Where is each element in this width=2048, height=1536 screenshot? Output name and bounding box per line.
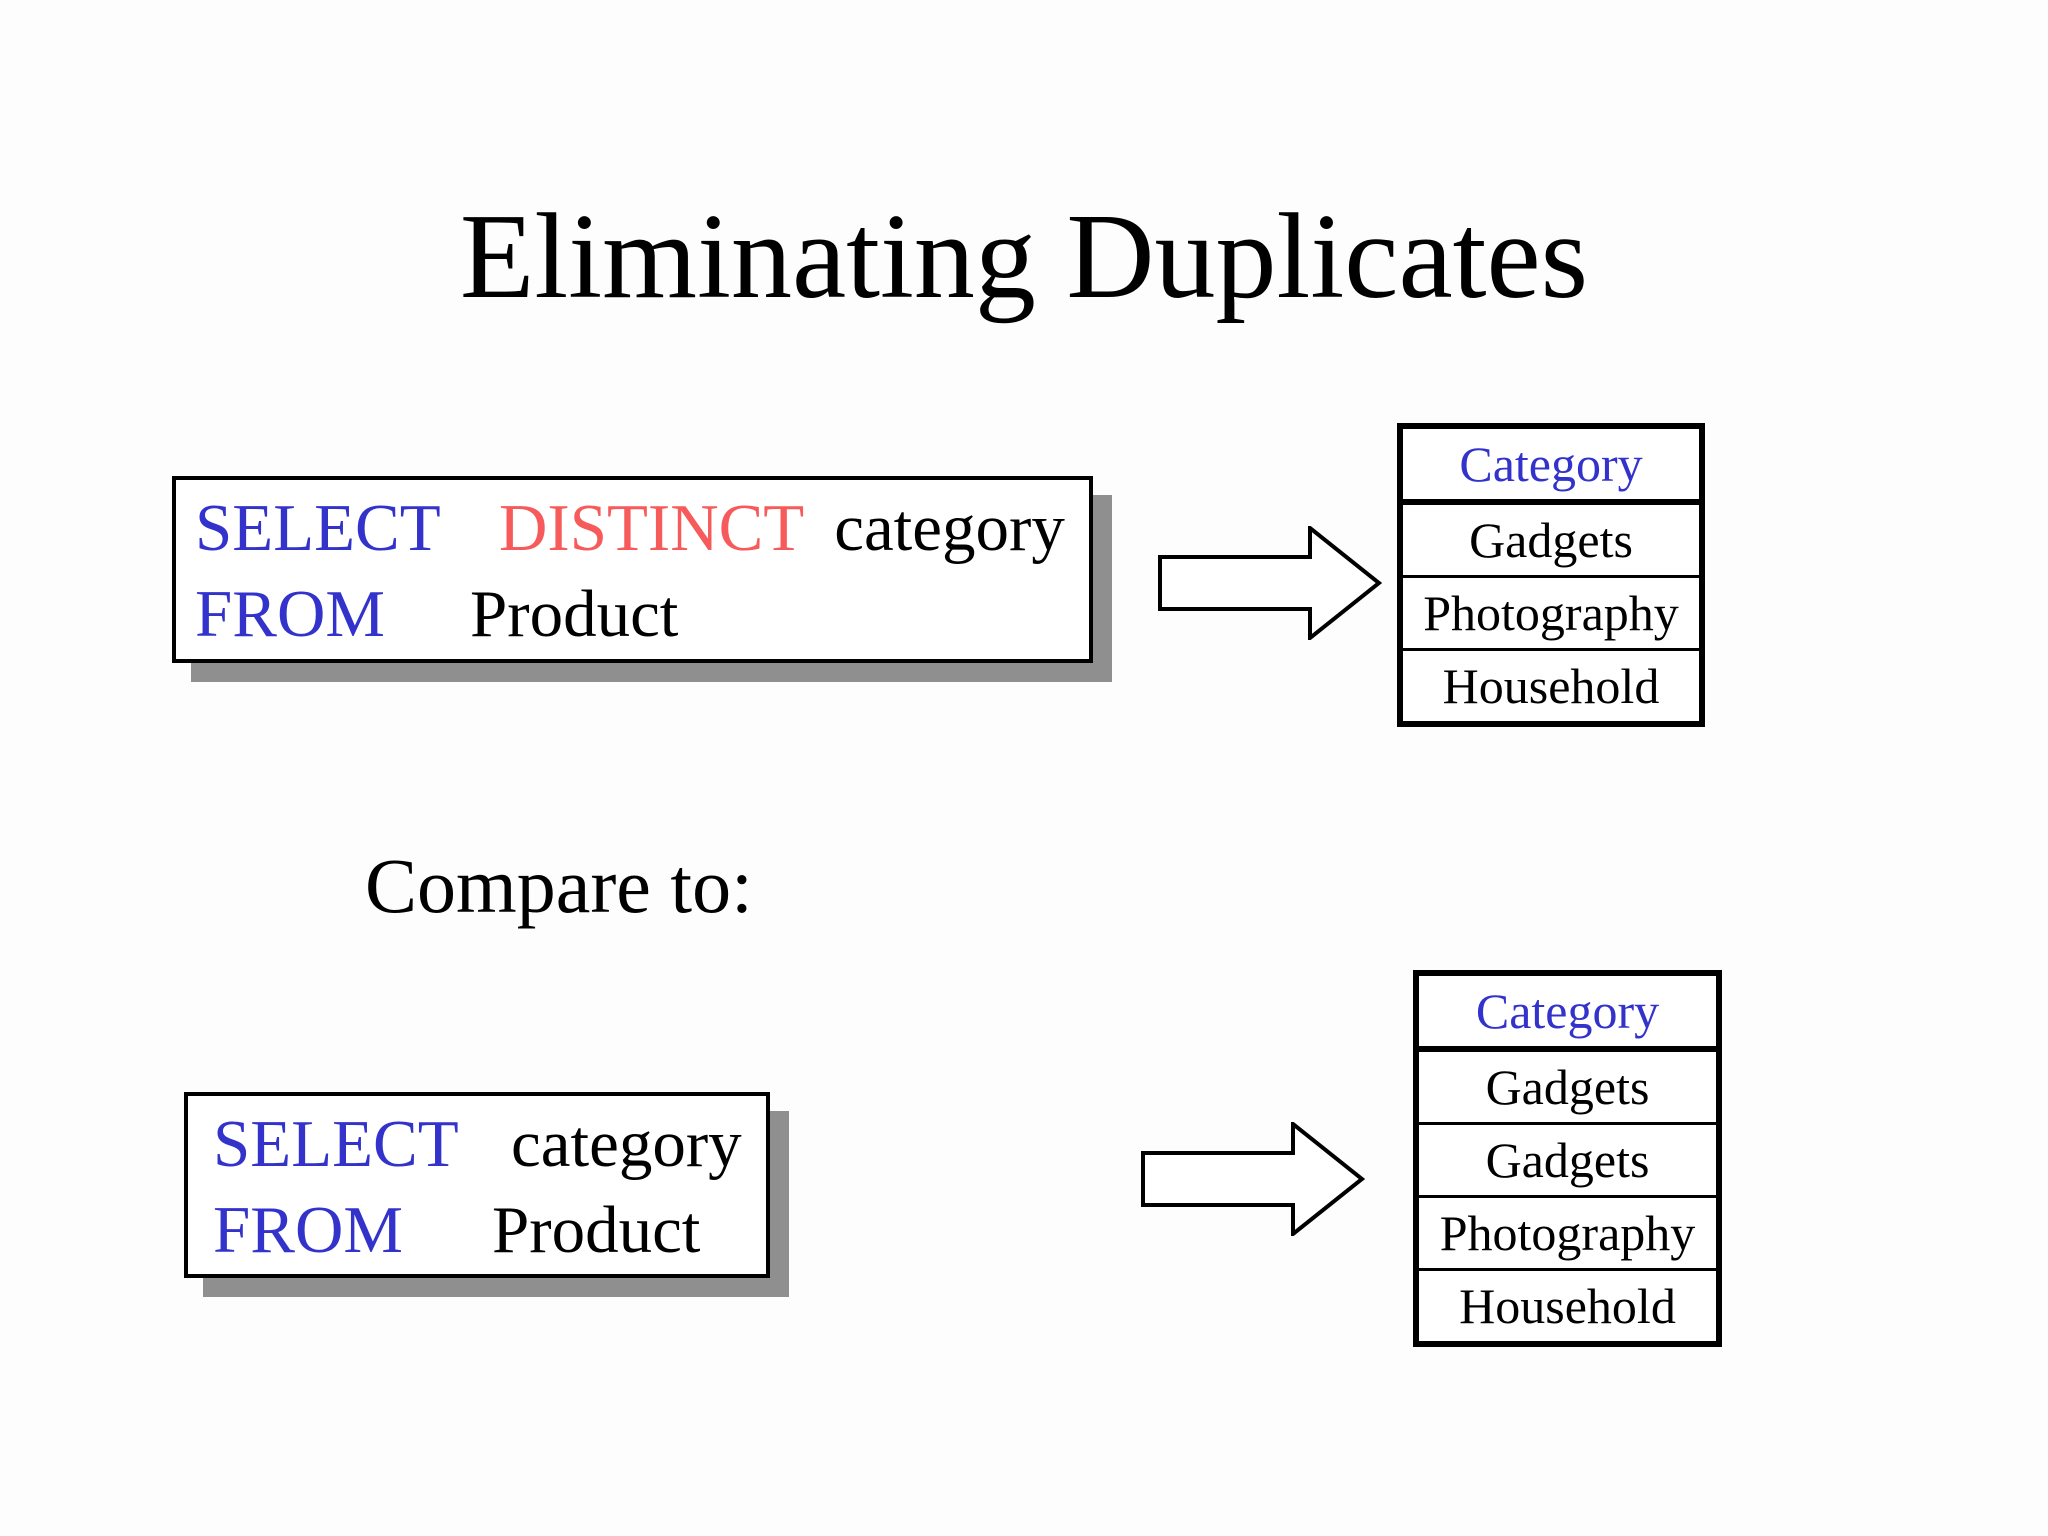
table-header-category: Category: [1419, 976, 1716, 1052]
from-keyword: FROM: [195, 577, 385, 651]
table-row: Household: [1403, 648, 1699, 721]
right-arrow-icon: [1158, 526, 1382, 640]
select-argument: category: [511, 1107, 742, 1181]
table-row: Photography: [1403, 575, 1699, 648]
slide-title: Eliminating Duplicates: [459, 189, 1589, 324]
sql-from-line: FROM Product: [195, 571, 1089, 657]
select-argument: category: [834, 491, 1065, 565]
distinct-keyword: DISTINCT: [499, 491, 805, 565]
table-row: Photography: [1419, 1195, 1716, 1268]
from-keyword: FROM: [213, 1193, 403, 1267]
table-header-category: Category: [1403, 429, 1699, 505]
sql-select-line: SELECT DISTINCT category: [195, 485, 1089, 571]
table-row: Gadgets: [1469, 512, 1633, 568]
sql-query-plain-box: SELECT category FROM Product: [184, 1092, 770, 1278]
right-arrow-icon: [1141, 1122, 1365, 1236]
from-argument: Product: [492, 1193, 701, 1267]
compare-to-label: Compare to:: [365, 842, 753, 929]
select-keyword: SELECT: [213, 1107, 459, 1181]
result-table-plain: Category Gadgets Gadgets Photography Hou…: [1413, 970, 1722, 1347]
table-row: Gadgets: [1419, 1122, 1716, 1195]
sql-query-distinct-box: SELECT DISTINCT category FROM Product: [172, 476, 1093, 663]
sql-from-line: FROM Product: [213, 1187, 766, 1273]
select-keyword: SELECT: [195, 491, 441, 565]
from-argument: Product: [470, 577, 679, 651]
result-table-distinct: Category Gadgets Photography Household: [1397, 423, 1705, 727]
table-row: Household: [1419, 1268, 1716, 1341]
sql-select-line: SELECT category: [213, 1101, 766, 1187]
table-row: Gadgets: [1485, 1059, 1650, 1115]
